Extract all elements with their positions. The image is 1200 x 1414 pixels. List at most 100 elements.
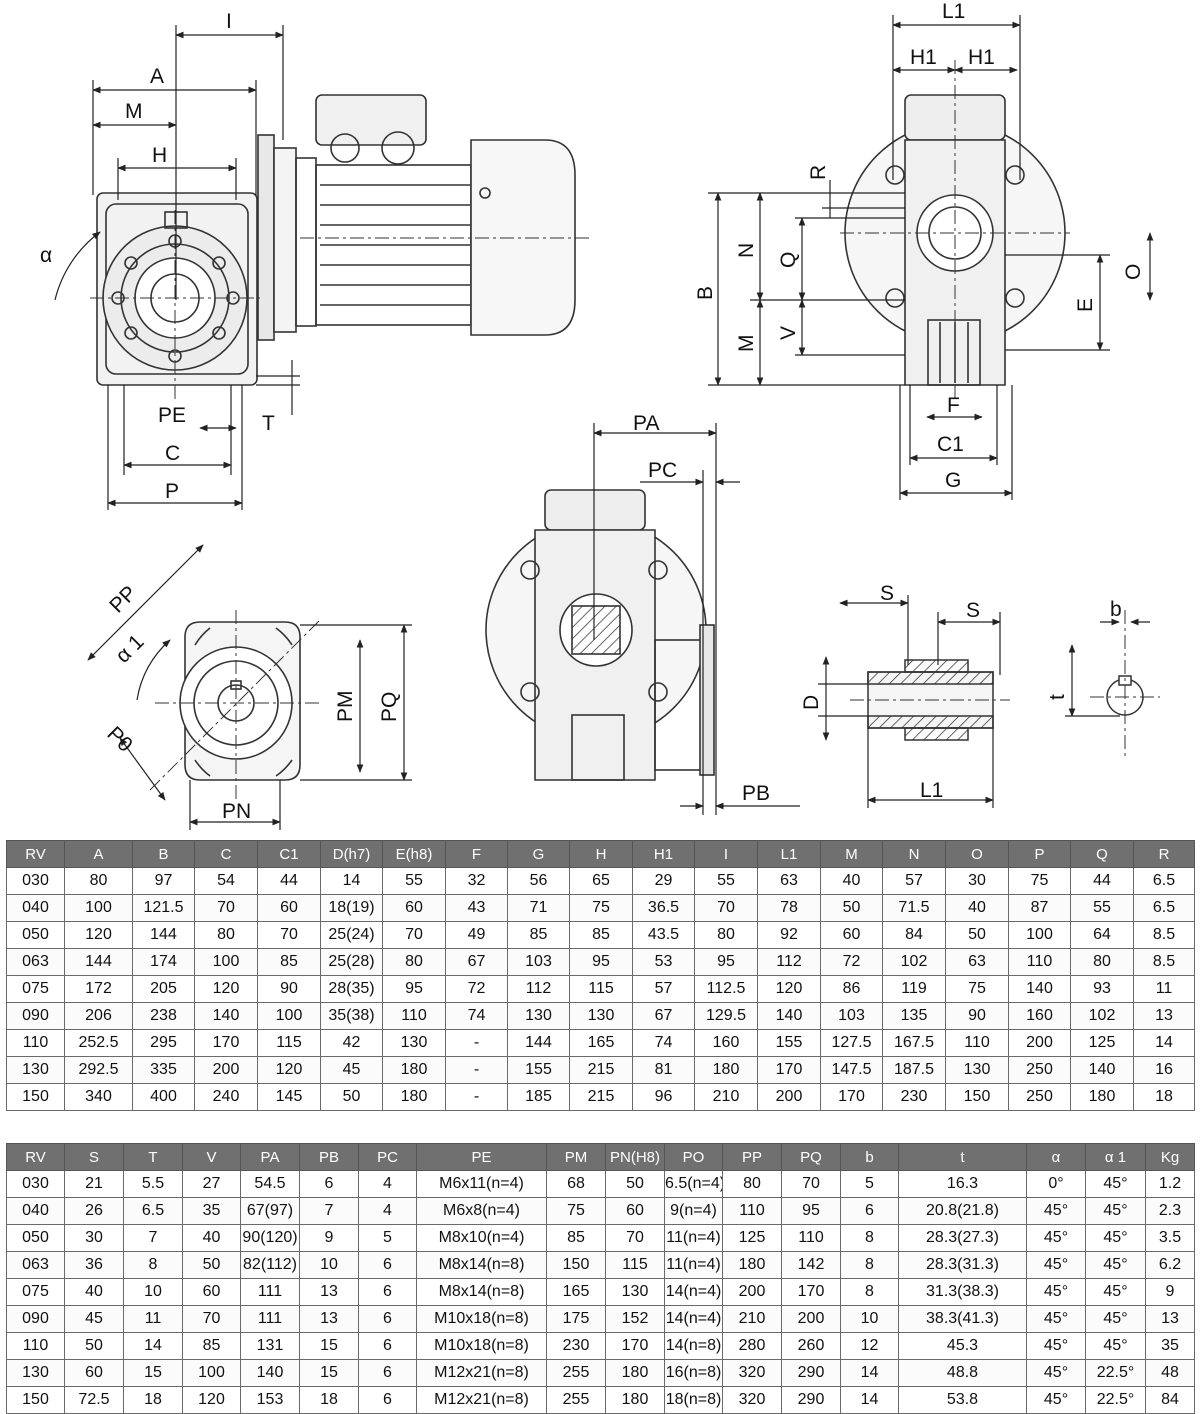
table-cell: M8x10(n=4) xyxy=(416,1224,547,1252)
table-cell: 84 xyxy=(882,921,946,949)
table-cell: 185 xyxy=(507,1083,570,1111)
table-cell: M10x18(n=8) xyxy=(416,1332,547,1360)
dim-label-b-upper: B xyxy=(694,286,717,300)
table-cell: 250 xyxy=(1008,1056,1071,1084)
table-cell: 063 xyxy=(6,948,65,976)
table-cell: 174 xyxy=(132,948,195,976)
table-cell: 150 xyxy=(6,1386,65,1414)
table-cell: 125 xyxy=(722,1224,782,1252)
table-cell: 74 xyxy=(632,1029,695,1057)
table-cell: 7 xyxy=(299,1197,359,1225)
table-cell: 160 xyxy=(694,1029,758,1057)
table-cell: 44 xyxy=(257,867,321,895)
dim-label-h1-right: H1 xyxy=(968,46,995,69)
column-header: C xyxy=(194,840,258,868)
column-header: PM xyxy=(546,1143,606,1171)
table-cell: 65 xyxy=(569,867,633,895)
dim-label-alpha: α xyxy=(40,244,52,267)
table-cell: 85 xyxy=(257,948,321,976)
table-cell: 35 xyxy=(1145,1332,1195,1360)
table-cell: 180 xyxy=(694,1056,758,1084)
table-cell: 3.5 xyxy=(1145,1224,1195,1252)
table-cell: 180 xyxy=(382,1056,446,1084)
table-cell: 200 xyxy=(722,1278,782,1306)
table-cell: 85 xyxy=(507,921,570,949)
dim-label-pe: PE xyxy=(158,404,186,427)
table-cell: 95 xyxy=(781,1197,841,1225)
table-cell: 6 xyxy=(299,1170,359,1198)
table-cell: 70 xyxy=(257,921,321,949)
table-cell: 50 xyxy=(64,1332,124,1360)
table-cell: 180 xyxy=(1070,1083,1134,1111)
table-cell: 130 xyxy=(605,1278,665,1306)
table-cell: 230 xyxy=(546,1332,606,1360)
table-cell: 255 xyxy=(546,1359,606,1387)
dim-label-p: P xyxy=(165,480,179,503)
table-cell: 85 xyxy=(182,1332,241,1360)
column-header: G xyxy=(507,840,570,868)
table-cell: 290 xyxy=(781,1386,841,1414)
table-cell: 400 xyxy=(132,1083,195,1111)
table-cell: 28(35) xyxy=(320,975,383,1003)
table-cell: 4 xyxy=(358,1197,417,1225)
table-cell: 75 xyxy=(569,894,633,922)
table-cell: 22.5° xyxy=(1085,1359,1146,1387)
table-cell: 130 xyxy=(945,1056,1009,1084)
table-cell: 120 xyxy=(757,975,821,1003)
table-cell: 45° xyxy=(1085,1305,1146,1333)
table-cell: 14 xyxy=(1133,1029,1195,1057)
table-cell: 30 xyxy=(64,1224,124,1252)
table-cell: 20.8(21.8) xyxy=(898,1197,1027,1225)
table-cell: 121.5 xyxy=(132,894,195,922)
table-cell: 9 xyxy=(299,1224,359,1252)
table-cell: 86 xyxy=(820,975,883,1003)
column-header: PB xyxy=(299,1143,359,1171)
table-cell: 95 xyxy=(694,948,758,976)
table-cell: 260 xyxy=(781,1332,841,1360)
table-cell: 240 xyxy=(194,1083,258,1111)
table-cell: 14 xyxy=(840,1386,899,1414)
table-cell: 320 xyxy=(722,1386,782,1414)
table-cell: 70 xyxy=(182,1305,241,1333)
table-cell: 10 xyxy=(299,1251,359,1279)
table-cell: 130 xyxy=(6,1056,65,1084)
table-cell: 6.5 xyxy=(123,1197,183,1225)
column-header: P xyxy=(1008,840,1071,868)
table-cell: 335 xyxy=(132,1056,195,1084)
table-cell: 32 xyxy=(445,867,508,895)
table-cell: 170 xyxy=(820,1083,883,1111)
dim-label-a: A xyxy=(150,65,164,88)
table-cell: 60 xyxy=(182,1278,241,1306)
table-cell: 72 xyxy=(445,975,508,1003)
dim-label-pc: PC xyxy=(648,459,677,482)
dim-label-i: I xyxy=(226,10,232,33)
table-cell: 45° xyxy=(1085,1251,1146,1279)
dim-label-t-upper: T xyxy=(262,412,275,435)
table-cell: 18 xyxy=(299,1386,359,1414)
table-cell: 8 xyxy=(123,1251,183,1279)
table-cell: 48.8 xyxy=(898,1359,1027,1387)
table-cell: 6 xyxy=(358,1332,417,1360)
table-cell: - xyxy=(445,1083,508,1111)
flange-view-dimensions xyxy=(87,544,412,830)
table-cell: 075 xyxy=(6,1278,65,1306)
table-cell: 215 xyxy=(569,1083,633,1111)
table-cell: 340 xyxy=(64,1083,133,1111)
table-cell: 110 xyxy=(382,1002,446,1030)
column-header: O xyxy=(945,840,1009,868)
table-cell: 63 xyxy=(945,948,1009,976)
table-cell: 44 xyxy=(1070,867,1134,895)
table-cell: 142 xyxy=(781,1251,841,1279)
table-cell: 75 xyxy=(945,975,1009,1003)
table-cell: 110 xyxy=(722,1197,782,1225)
table-cell: 90 xyxy=(945,1002,1009,1030)
table-cell: 050 xyxy=(6,921,65,949)
